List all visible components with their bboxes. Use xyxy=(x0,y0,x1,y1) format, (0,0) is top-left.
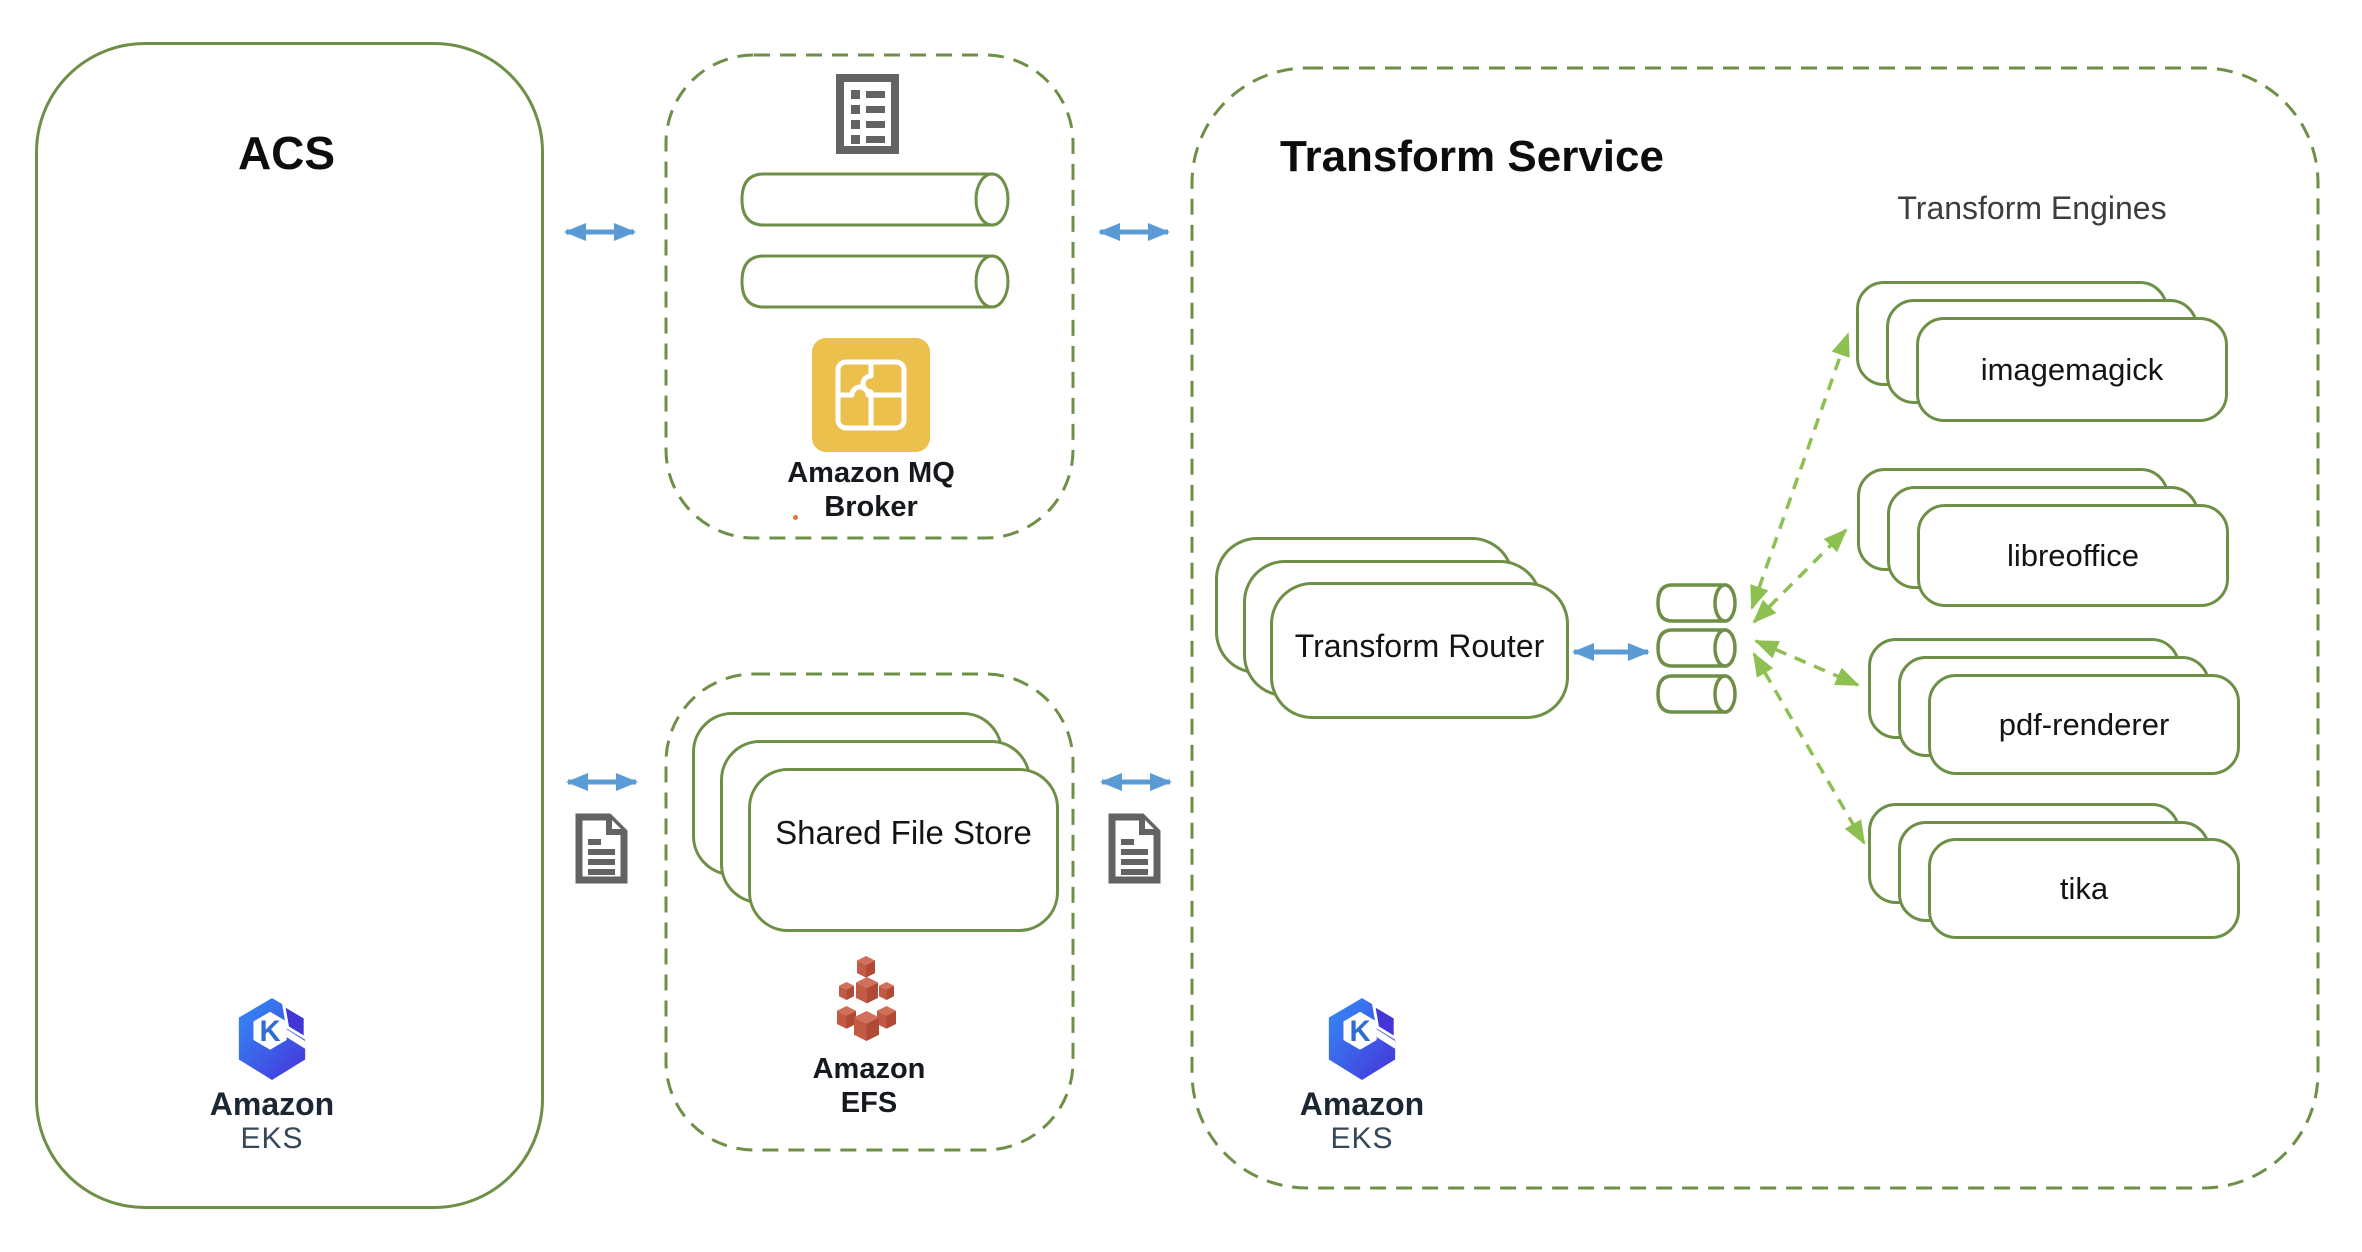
pod-cylinder-3 xyxy=(1656,674,1737,714)
eks-ts-label-amazon: Amazon xyxy=(1299,1086,1425,1122)
artifact-dot xyxy=(793,515,798,520)
transform-router-label: Transform Router xyxy=(1294,628,1545,664)
shared-file-store-label: Shared File Store xyxy=(775,814,1032,851)
eks-label-amazon: Amazon xyxy=(209,1086,335,1122)
svg-text:K: K xyxy=(259,1016,280,1048)
svg-text:K: K xyxy=(1349,1016,1370,1048)
amazon-efs-icon xyxy=(837,956,896,1041)
engine-tika-box: tika xyxy=(1928,838,2240,939)
message-list-icon xyxy=(836,74,899,154)
engine-libreoffice-box: libreoffice xyxy=(1917,504,2229,607)
engine-tika-label: tika xyxy=(2059,870,2109,906)
pod-cylinder-1 xyxy=(1656,583,1737,623)
queue-cylinder-1 xyxy=(740,172,1010,227)
amazon-efs-label-line2: EFS xyxy=(840,1087,898,1119)
amazon-mq-label: Amazon MQ Broker xyxy=(771,456,971,524)
pod-cylinder-2 xyxy=(1656,628,1737,668)
shared-file-store-box: Shared File Store xyxy=(748,768,1059,932)
queue-cylinder-2 xyxy=(740,254,1010,309)
amazon-mq-label-line1: Amazon MQ xyxy=(787,457,955,489)
document-icon-left xyxy=(575,813,628,884)
mq-group-container xyxy=(664,53,1075,540)
amazon-mq-label-line2: Broker xyxy=(824,491,918,523)
transform-service-title: Transform Service xyxy=(1280,132,1664,181)
document-icon-right xyxy=(1108,813,1161,884)
storage-group-container xyxy=(664,672,1075,1152)
engine-pdf-renderer-label: pdf-renderer xyxy=(1998,706,2170,742)
amazon-mq-icon xyxy=(812,338,930,452)
transform-engines-title: Transform Engines xyxy=(1897,190,2167,226)
engine-imagemagick-box: imagemagick xyxy=(1916,317,2228,422)
eks-label-eks: EKS xyxy=(240,1122,304,1155)
eks-icon-transform-service: K xyxy=(1328,998,1397,1080)
acs-title: ACS xyxy=(237,127,336,179)
eks-icon: K xyxy=(238,998,307,1080)
engine-libreoffice-label: libreoffice xyxy=(2006,537,2140,573)
transform-service-container xyxy=(1190,66,2320,1190)
transform-router-box: Transform Router xyxy=(1270,582,1569,719)
engine-imagemagick-label: imagemagick xyxy=(1980,351,2164,387)
engine-pdf-renderer-box: pdf-renderer xyxy=(1928,674,2240,775)
amazon-efs-label-line1: Amazon xyxy=(812,1053,926,1085)
eks-ts-label-eks: EKS xyxy=(1330,1122,1394,1155)
amazon-efs-label: Amazon EFS xyxy=(769,1052,969,1120)
